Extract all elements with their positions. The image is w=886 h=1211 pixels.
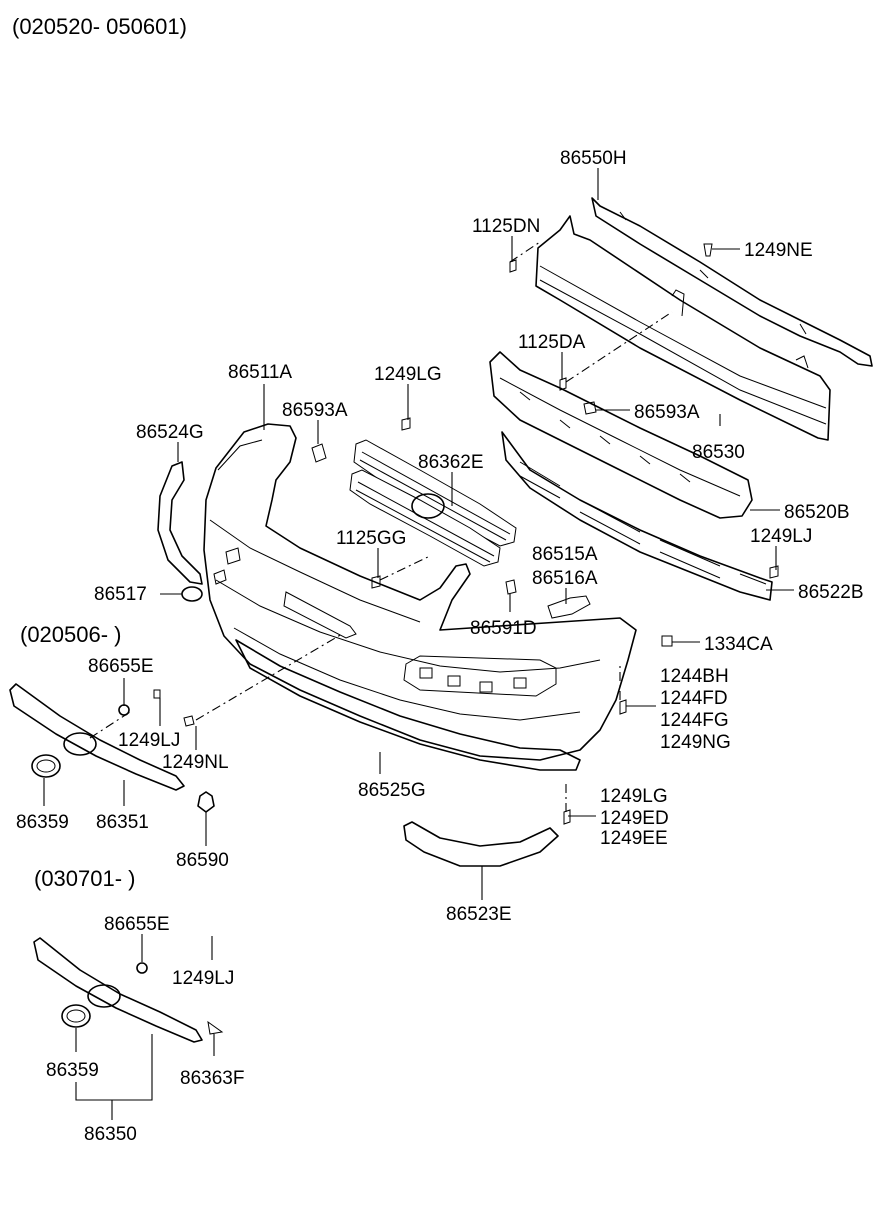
label-1244FG: 1244FG bbox=[660, 710, 729, 731]
label-1244BH: 1244BH bbox=[660, 666, 729, 687]
label-86363F: 86363F bbox=[180, 1068, 244, 1089]
garnish-86350 bbox=[33, 937, 224, 1043]
label-1249ED: 1249ED bbox=[600, 808, 669, 829]
energy-absorber-86520B bbox=[489, 351, 753, 519]
label-1249NG: 1249NG bbox=[660, 732, 731, 753]
label-86655E-b: 86655E bbox=[104, 914, 170, 935]
emblem-86359-a bbox=[31, 754, 61, 778]
label-1249NE: 1249NE bbox=[744, 240, 813, 261]
label-86359-a: 86359 bbox=[16, 812, 69, 833]
label-86362E: 86362E bbox=[418, 452, 484, 473]
lower-grille-86522B bbox=[501, 431, 773, 601]
leader-lines bbox=[43, 168, 794, 1120]
label-86590: 86590 bbox=[176, 850, 229, 871]
label-1249LJ-a: 1249LJ bbox=[118, 730, 180, 751]
side-moulding-86524G bbox=[157, 461, 203, 585]
label-1249LG-bottom: 1249LG bbox=[600, 786, 668, 807]
label-86523E: 86523E bbox=[446, 904, 512, 925]
label-1125GG: 1125GG bbox=[336, 528, 406, 549]
label-86550H: 86550H bbox=[560, 148, 627, 169]
label-86591D: 86591D bbox=[470, 618, 537, 639]
label-86516A: 86516A bbox=[532, 568, 598, 589]
lower-moulding-86525G bbox=[235, 639, 581, 771]
label-86522B: 86522B bbox=[798, 582, 864, 603]
label-1244FD: 1244FD bbox=[660, 688, 728, 709]
clip-86590 bbox=[197, 791, 215, 813]
label-1249NL: 1249NL bbox=[162, 752, 229, 773]
cap-86517 bbox=[181, 586, 203, 602]
radiator-grille-86362E bbox=[349, 439, 517, 567]
label-1249EE: 1249EE bbox=[600, 828, 668, 849]
front-bumper-cover-86511A bbox=[203, 423, 637, 761]
label-86517: 86517 bbox=[94, 584, 147, 605]
label-86511A: 86511A bbox=[228, 362, 292, 383]
header-date-range-2: (020506- ) bbox=[20, 622, 122, 647]
label-86359-b: 86359 bbox=[46, 1060, 99, 1081]
corner-moulding-86523E bbox=[403, 821, 559, 867]
label-86351: 86351 bbox=[96, 812, 149, 833]
alignment-lines bbox=[89, 241, 673, 812]
header-date-range-3: (030701- ) bbox=[34, 866, 136, 891]
label-86515A: 86515A bbox=[532, 544, 598, 565]
header-date-range-1: (020520- 050601) bbox=[12, 14, 187, 39]
label-1249LJ-b: 1249LJ bbox=[172, 968, 234, 989]
reinforcement-bar-86550H bbox=[591, 197, 873, 367]
bumper-beam-86530 bbox=[535, 215, 831, 441]
label-86520B: 86520B bbox=[784, 502, 850, 523]
label-86525G: 86525G bbox=[358, 780, 426, 801]
label-1125DN: 1125DN bbox=[472, 216, 540, 237]
label-86655E-a: 86655E bbox=[88, 656, 154, 677]
label-86530: 86530 bbox=[692, 442, 745, 463]
label-1249LG-top: 1249LG bbox=[374, 364, 442, 385]
label-86593A-right: 86593A bbox=[634, 402, 700, 423]
label-1334CA: 1334CA bbox=[704, 634, 773, 655]
labels: (020520- 050601) (020506- ) (030701- ) 8… bbox=[12, 14, 864, 1145]
label-86350: 86350 bbox=[84, 1124, 137, 1145]
label-86524G: 86524G bbox=[136, 422, 204, 443]
label-1249LJ-right: 1249LJ bbox=[750, 526, 812, 547]
label-1125DA: 1125DA bbox=[518, 332, 586, 353]
label-86593A-left: 86593A bbox=[282, 400, 348, 421]
